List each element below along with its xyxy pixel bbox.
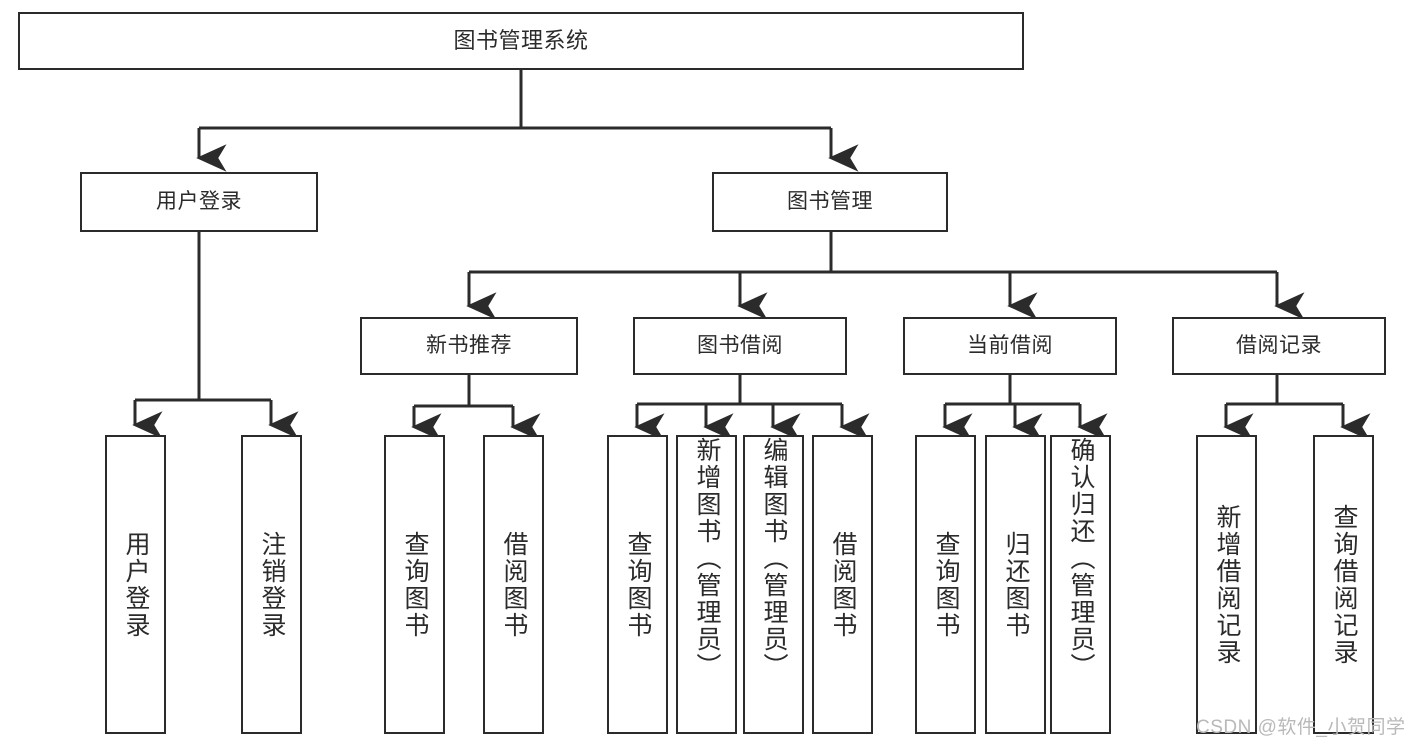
leaf-query-book-1[interactable]: 查询图书 [384, 435, 445, 734]
node-label: 查询图书 [624, 530, 652, 639]
leaf-return-book[interactable]: 归还图书 [985, 435, 1046, 734]
leaf-query-record[interactable]: 查询借阅记录 [1313, 435, 1374, 734]
node-label: 用户登录 [156, 190, 242, 214]
node-label: 新增图书（管理员） [693, 437, 721, 680]
node-label: 查询图书 [401, 530, 429, 639]
leaf-borrow-book-1[interactable]: 借阅图书 [483, 435, 544, 734]
leaf-user-login[interactable]: 用户登录 [105, 435, 166, 734]
node-label: 查询借阅记录 [1330, 503, 1358, 666]
node-label: 用户登录 [122, 530, 150, 639]
leaf-add-book[interactable]: 新增图书（管理员） [676, 435, 737, 734]
node-borrow-record[interactable]: 借阅记录 [1172, 317, 1386, 375]
node-label: 确认归还（管理员） [1067, 437, 1095, 680]
leaf-logout[interactable]: 注销登录 [241, 435, 302, 734]
node-label: 新书推荐 [426, 334, 512, 358]
node-new-book-recommend[interactable]: 新书推荐 [360, 317, 578, 375]
node-label: 借阅图书 [829, 530, 857, 639]
node-label: 新增借阅记录 [1213, 503, 1241, 666]
node-user-login[interactable]: 用户登录 [80, 172, 318, 232]
node-label: 查询图书 [932, 530, 960, 639]
node-label: 归还图书 [1002, 530, 1030, 639]
node-label: 借阅图书 [500, 530, 528, 639]
leaf-add-record[interactable]: 新增借阅记录 [1196, 435, 1257, 734]
leaf-query-book-3[interactable]: 查询图书 [915, 435, 976, 734]
leaf-query-book-2[interactable]: 查询图书 [607, 435, 668, 734]
leaf-confirm-return[interactable]: 确认归还（管理员） [1050, 435, 1111, 734]
node-root-system[interactable]: 图书管理系统 [18, 12, 1024, 70]
node-current-borrow[interactable]: 当前借阅 [903, 317, 1117, 375]
node-label: 当前借阅 [967, 334, 1053, 358]
node-label: 注销登录 [258, 530, 286, 639]
node-label: 借阅记录 [1236, 334, 1322, 358]
node-label: 编辑图书（管理员） [760, 437, 788, 680]
node-book-manage[interactable]: 图书管理 [712, 172, 948, 232]
node-label: 图书管理 [787, 190, 873, 214]
node-label: 图书借阅 [697, 334, 783, 358]
leaf-edit-book[interactable]: 编辑图书（管理员） [743, 435, 804, 734]
node-label: 图书管理系统 [453, 27, 589, 53]
leaf-borrow-book-2[interactable]: 借阅图书 [812, 435, 873, 734]
node-book-borrow[interactable]: 图书借阅 [633, 317, 847, 375]
watermark-text: CSDN @软件_小贺同学 [1196, 717, 1405, 738]
